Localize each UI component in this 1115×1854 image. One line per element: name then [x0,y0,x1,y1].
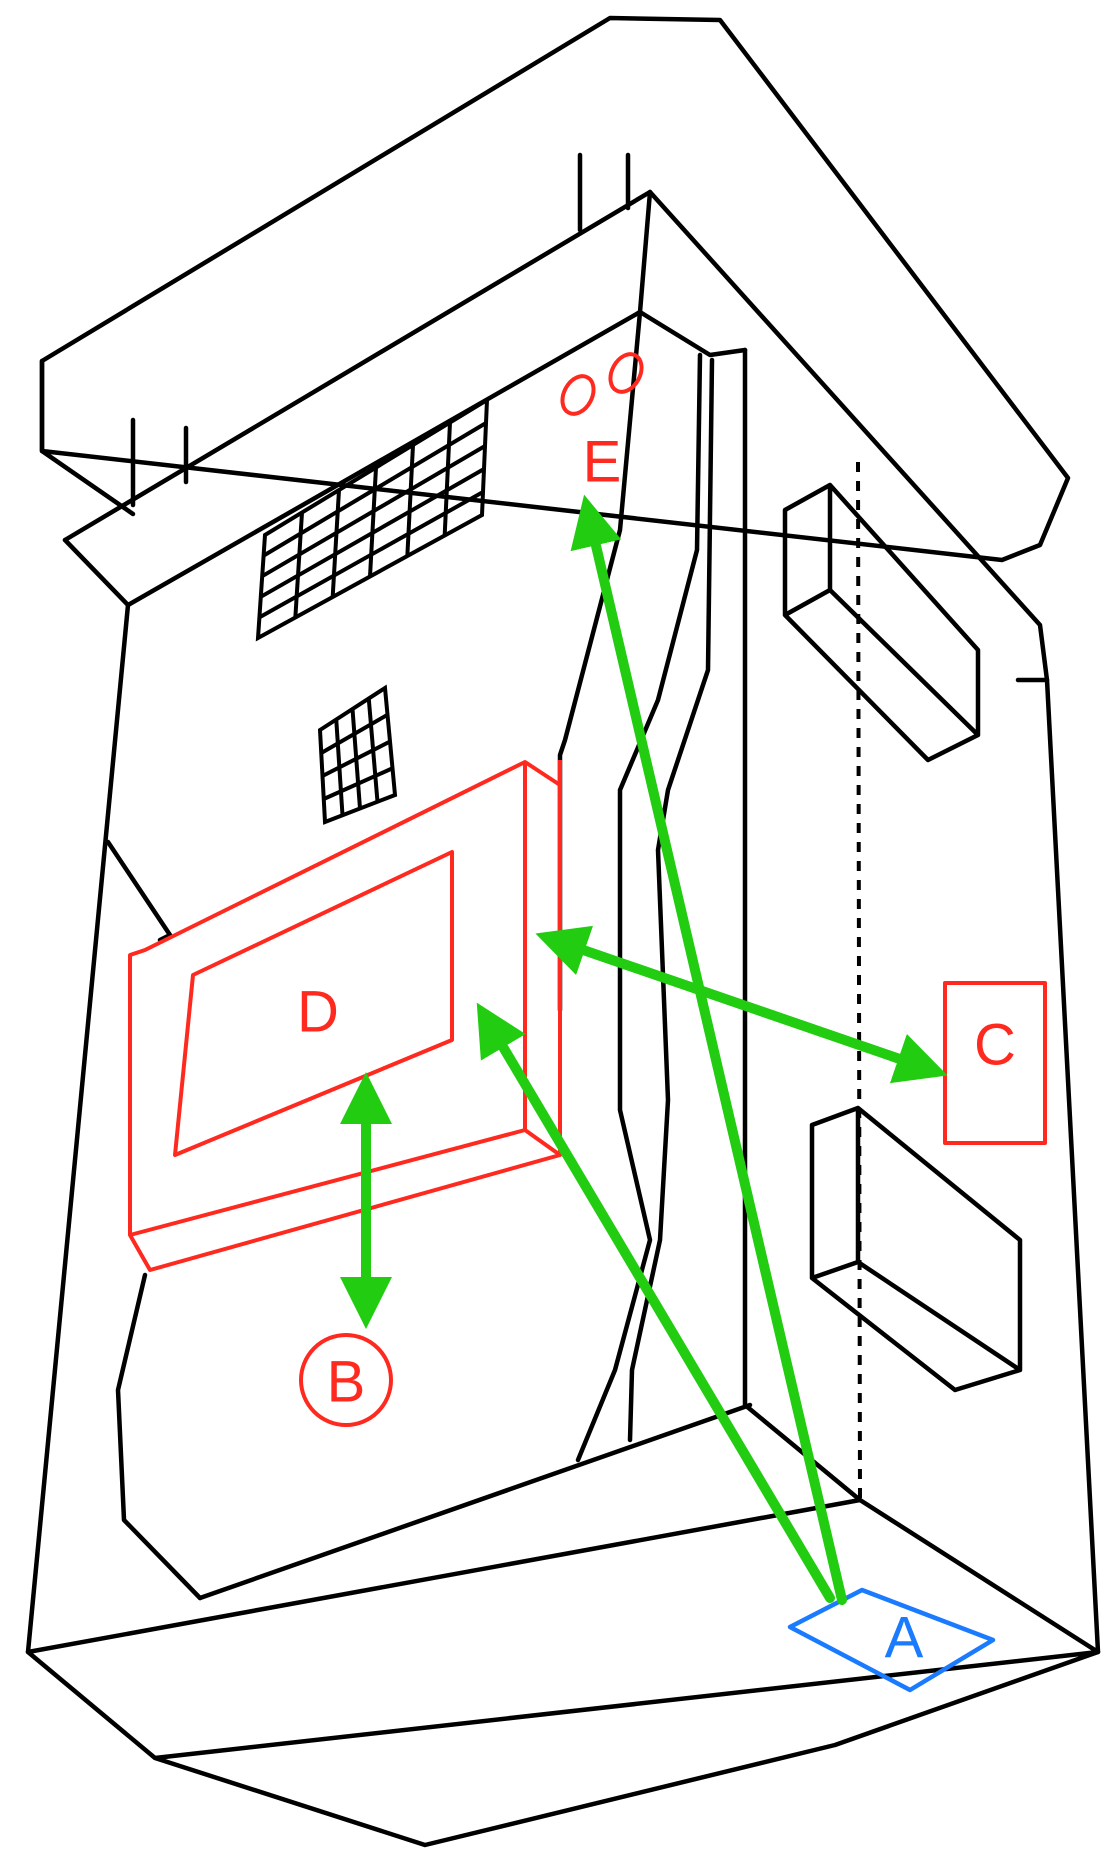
connection-arrows [340,494,948,1605]
front-left-cutout [105,839,203,1601]
side-box-upper [782,482,981,763]
upper-vent-bar-vertical [368,467,378,577]
upper-vent-bar-vertical [405,444,415,557]
e-ring-1 [560,374,596,416]
body-left-edge [25,602,131,1655]
panel-d-front-edge [129,760,562,1237]
component-a-diamond: A [787,1587,996,1693]
component-b-circle: B [299,1333,393,1427]
label-e: E [583,430,622,495]
side-box-lower [809,1105,1023,1393]
body-right-edge [1044,677,1101,1655]
label-a: A [885,1606,924,1671]
base-front-edge [197,1402,753,1601]
upper-vent-bar-horizontal [259,467,485,599]
panel-d-outer [128,760,562,1272]
upper-vent-bar-horizontal [258,490,484,620]
lower-vent-frame [317,684,398,825]
upper-vent-bar-vertical [330,489,341,598]
upper-vent-bar-horizontal [262,421,488,558]
lower-vent-grille [317,684,398,825]
component-c-box: C [943,981,1047,1145]
upper-vent-bar-vertical [442,422,452,536]
arrow-d-to-c [535,925,948,1084]
lower-vent-bar-horizontal [321,739,391,778]
upper-vent-bar-horizontal [261,444,487,578]
label-c: C [974,1013,1016,1078]
arrow-a-to-e [570,494,847,1605]
lower-vent-bar-horizontal [322,766,394,801]
lower-vent-bar-horizontal [320,713,389,755]
label-d: D [297,980,339,1045]
side-panel-edge [742,347,863,1503]
e-ring-2 [608,352,644,394]
arrow-a-to-d [476,1002,835,1603]
panel-d-screen [173,850,454,1157]
upper-vent-grille [255,396,490,642]
upper-vent-bar-vertical [293,512,304,618]
label-b: B [327,1350,366,1415]
circle-b-outline [299,1333,393,1427]
device-outline [25,15,1101,1848]
collar-front [62,189,1050,683]
roof-inner-edge [39,358,136,517]
collar-bottom [62,309,748,608]
roof-slab-outline [39,15,1071,563]
component-d-panel: D [128,760,562,1272]
component-e-marker: E [560,352,644,495]
